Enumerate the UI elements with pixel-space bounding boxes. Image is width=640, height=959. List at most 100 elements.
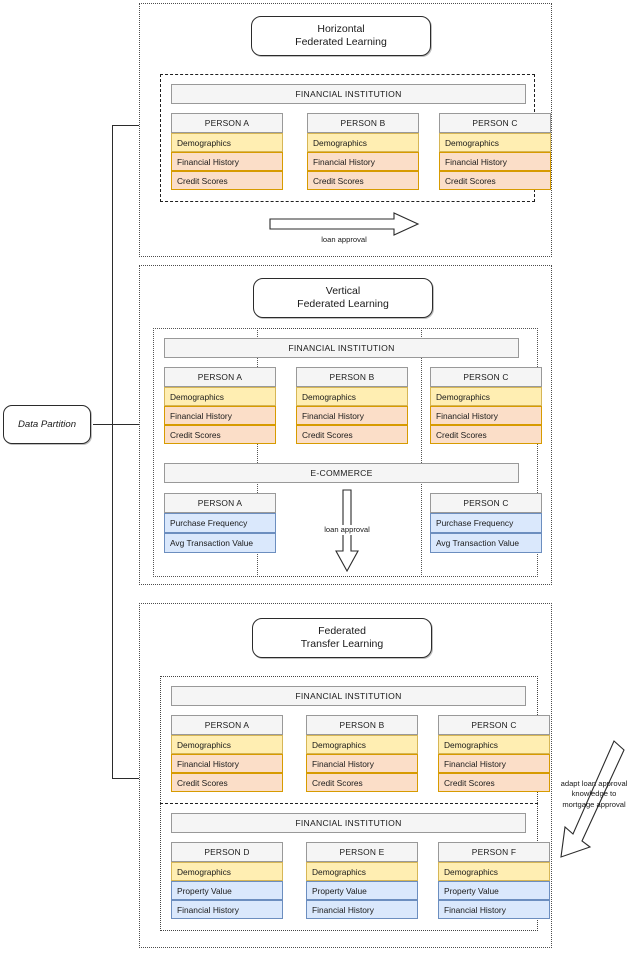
- data-row-label: Demographics: [445, 137, 499, 148]
- person-column-c: PERSON C Demographics Financial History …: [438, 715, 550, 792]
- data-row: Property Value: [438, 881, 550, 900]
- person-header: PERSON C: [439, 113, 551, 133]
- section-federated-transfer-learning: Federated Transfer Learning FINANCIAL IN…: [139, 603, 552, 948]
- data-row-label: Demographics: [444, 866, 498, 877]
- person-name: PERSON B: [339, 720, 385, 730]
- data-row: Demographics: [164, 387, 276, 406]
- connector-stub-transfer: [112, 778, 140, 780]
- connector-stub-vertical: [93, 424, 140, 426]
- arrow-caption-text: loan approval: [321, 235, 367, 244]
- data-row-label: Property Value: [177, 885, 232, 896]
- data-row: Demographics: [171, 862, 283, 881]
- title-line-2: Transfer Learning: [300, 638, 384, 650]
- person-name: PERSON C: [463, 372, 509, 382]
- data-row-label: Credit Scores: [170, 429, 221, 440]
- data-row: Demographics: [307, 133, 419, 152]
- data-row-label: Demographics: [170, 391, 224, 402]
- data-row-label: Financial History: [302, 410, 364, 421]
- vertical-column-divider-c: [421, 328, 538, 577]
- data-row-label: Demographics: [177, 137, 231, 148]
- data-row: Demographics: [171, 735, 283, 754]
- data-row: Financial History: [171, 900, 283, 919]
- loan-approval-arrow-caption: loan approval: [268, 235, 420, 245]
- data-partition-label: Data Partition: [17, 419, 77, 430]
- data-row: Credit Scores: [439, 171, 551, 190]
- transfer-knowledge-arrow-caption: adapt loan approval knowledge to mortgag…: [548, 779, 640, 810]
- data-row: Financial History: [438, 900, 550, 919]
- arrow-caption-line-1: adapt loan approval: [560, 779, 628, 788]
- person-column-b: PERSON B Demographics Financial History …: [307, 113, 419, 190]
- data-row-label: Credit Scores: [177, 175, 228, 186]
- data-row-label: Demographics: [444, 739, 498, 750]
- data-row-label: Credit Scores: [444, 777, 495, 788]
- institution-header-bar: FINANCIAL INSTITUTION: [171, 686, 526, 706]
- data-row-label: Demographics: [436, 391, 490, 402]
- title-line-2: Federated Learning: [297, 298, 389, 310]
- person-column-b: PERSON B Demographics Financial History …: [296, 367, 408, 444]
- person-header: PERSON E: [306, 842, 418, 862]
- data-row: Demographics: [171, 133, 283, 152]
- data-partition-node[interactable]: Data Partition: [3, 405, 91, 444]
- person-name: PERSON F: [471, 847, 517, 857]
- title-line-1: Federated: [318, 624, 366, 637]
- data-row-label: Demographics: [312, 866, 366, 877]
- data-row-label: Financial History: [313, 156, 375, 167]
- vertical-column-divider-a: [153, 328, 258, 577]
- data-row-label: Demographics: [312, 739, 366, 750]
- person-column-a: PERSON A Demographics Financial History …: [171, 715, 283, 792]
- person-header: PERSON A: [171, 113, 283, 133]
- loan-approval-arrow-caption: loan approval: [300, 525, 394, 536]
- arrow-caption-text: loan approval: [324, 525, 370, 534]
- data-row-label: Demographics: [177, 866, 231, 877]
- data-row: Financial History: [430, 406, 542, 425]
- data-row-label: Credit Scores: [177, 777, 228, 788]
- person-name: PERSON B: [329, 372, 375, 382]
- data-row: Financial History: [438, 754, 550, 773]
- data-row-label: Credit Scores: [302, 429, 353, 440]
- title-federated-transfer-learning: Federated Transfer Learning: [252, 618, 432, 658]
- person-name: PERSON D: [204, 847, 250, 857]
- title-line-2: Federated Learning: [295, 36, 387, 48]
- ecommerce-person-column-a: PERSON A Purchase Frequency Avg Transact…: [164, 493, 276, 553]
- person-name: PERSON A: [197, 372, 243, 382]
- title-line-1: Horizontal: [317, 22, 365, 35]
- data-row-label: Credit Scores: [436, 429, 487, 440]
- data-row: Demographics: [306, 735, 418, 754]
- person-header: PERSON A: [171, 715, 283, 735]
- person-header: PERSON B: [307, 113, 419, 133]
- transfer-knowledge-arrow: [556, 738, 628, 873]
- data-row: Demographics: [430, 387, 542, 406]
- data-row-label: Credit Scores: [445, 175, 496, 186]
- data-row-label: Financial History: [177, 758, 239, 769]
- person-header: PERSON F: [438, 842, 550, 862]
- data-row-label: Financial History: [312, 758, 374, 769]
- data-row: Financial History: [171, 754, 283, 773]
- data-row-label: Financial History: [444, 758, 506, 769]
- data-row-label: Property Value: [444, 885, 499, 896]
- data-row: Demographics: [439, 133, 551, 152]
- person-column-a: PERSON A Demographics Financial History …: [164, 367, 276, 444]
- data-row-label: Avg Transaction Value: [170, 538, 254, 548]
- data-row-label: Credit Scores: [312, 777, 363, 788]
- data-row-label: Purchase Frequency: [170, 518, 248, 528]
- data-row-label: Financial History: [312, 904, 374, 915]
- data-row-label: Demographics: [313, 137, 367, 148]
- data-row: Credit Scores: [430, 425, 542, 444]
- person-header: PERSON A: [164, 493, 276, 513]
- section-horizontal-federated-learning: Horizontal Federated Learning FINANCIAL …: [139, 3, 552, 257]
- arrow-caption-line-3: mortgage approval: [562, 799, 626, 809]
- institution-header-bar: FINANCIAL INSTITUTION: [171, 84, 526, 104]
- data-row-label: Financial History: [444, 904, 506, 915]
- institution-header-bar-2: FINANCIAL INSTITUTION: [171, 813, 526, 833]
- person-name: PERSON A: [197, 498, 243, 508]
- person-name: PERSON B: [340, 118, 386, 128]
- data-row: Financial History: [307, 152, 419, 171]
- data-row: Property Value: [171, 881, 283, 900]
- loan-approval-arrow-right: [268, 212, 420, 236]
- institution-name: FINANCIAL INSTITUTION: [295, 89, 402, 99]
- institution-header-bar: FINANCIAL INSTITUTION: [164, 338, 519, 358]
- person-header: PERSON D: [171, 842, 283, 862]
- arrow-caption-line-2: knowledge to: [571, 789, 617, 799]
- ecommerce-person-column-c: PERSON C Purchase Frequency Avg Transact…: [430, 493, 542, 553]
- data-row-label: Property Value: [312, 885, 367, 896]
